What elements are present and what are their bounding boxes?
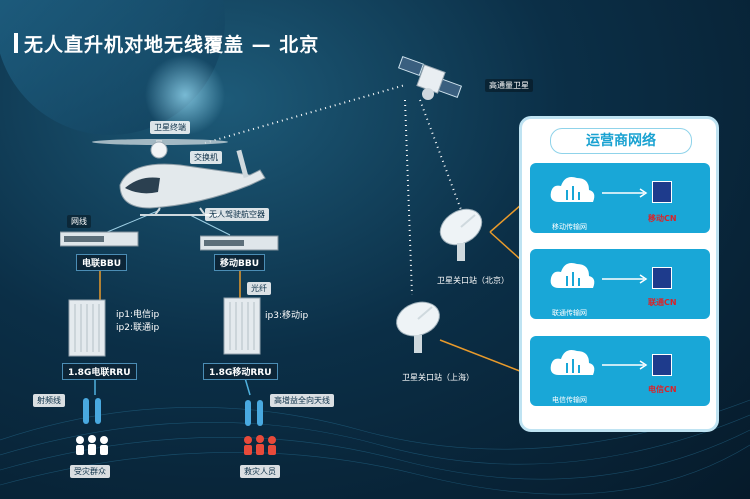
title-accent-bar	[14, 33, 18, 53]
telecom-core-label: 电信CN	[648, 385, 677, 394]
mobile-cloud-icon	[550, 177, 595, 202]
left-antenna-icon	[83, 398, 101, 424]
shanghai-station-label: 卫星关口站（上海）	[402, 373, 474, 382]
mobile-core-label: 移动CN	[648, 214, 677, 223]
right-rru-device	[223, 297, 261, 355]
left-rru-label: 1.8G电联RRU	[62, 363, 137, 380]
link-helicopter-right-bbu	[189, 214, 231, 236]
network-cable-label: 网线	[67, 215, 91, 228]
rescuers-icon	[244, 435, 276, 455]
feeder-label: 射频线	[33, 394, 65, 407]
beijing-station-label: 卫星关口站（北京）	[437, 276, 509, 285]
mobile-core-icon	[652, 181, 672, 203]
telecom-core-icon	[652, 354, 672, 376]
antenna-label: 高增益全向天线	[270, 394, 334, 407]
right-rru-label: 1.8G移动RRU	[203, 363, 278, 380]
beijing-dish-icon	[439, 208, 483, 261]
link-shanghai-telecom	[439, 339, 531, 376]
link-satellite-shanghai	[404, 99, 413, 296]
satellite-terminal-label: 卫星终端	[150, 121, 190, 134]
left-ip-lines: ip1:电信ip ip2:联通ip	[116, 309, 159, 335]
helicopter-icon	[92, 139, 266, 216]
left-bbu-device	[60, 231, 139, 247]
satellite-icon	[398, 55, 463, 100]
rescuers-label: 救灾人员	[240, 465, 280, 478]
unicom-cloud-icon	[550, 263, 595, 288]
left-bbu-label: 电联BBU	[76, 254, 128, 271]
unicom-core-icon	[652, 267, 672, 289]
victims-label: 受灾群众	[70, 465, 110, 478]
satellite-label: 高通量卫星	[485, 79, 533, 92]
right-ip-lines: ip3:移动ip	[265, 310, 308, 323]
right-antenna-icon	[245, 400, 263, 426]
right-ip-line-1: ip3:移动ip	[265, 311, 309, 321]
link-satellite-beijing	[419, 99, 464, 216]
fiber-label: 光纤	[247, 282, 271, 295]
controller-label: 无人驾驶航空器	[205, 208, 269, 221]
switch-label: 交换机	[190, 151, 222, 164]
unicom-core-label: 联通CN	[648, 298, 677, 307]
unicom-transport-label: 联通传输网	[552, 309, 587, 317]
right-bbu-label: 移动BBU	[214, 254, 266, 271]
left-rru-device	[68, 299, 106, 357]
cloud-to-core-arrows	[602, 188, 648, 370]
mobile-transport-label: 移动传输网	[552, 223, 587, 231]
page-title: 无人直升机对地无线覆盖 — 北京	[24, 34, 320, 56]
telecom-cloud-icon	[550, 350, 595, 375]
shanghai-dish-icon	[396, 301, 440, 353]
right-bbu-device	[200, 235, 279, 251]
link-right-rru-antenna	[244, 377, 251, 396]
victims-icon	[76, 435, 108, 455]
left-ip-line-2: ip2:联通ip	[116, 323, 160, 333]
telecom-transport-label: 电信传输网	[552, 396, 587, 404]
left-ip-line-1: ip1:电信ip	[116, 310, 160, 320]
operator-network-title: 运营商网络	[550, 128, 692, 154]
